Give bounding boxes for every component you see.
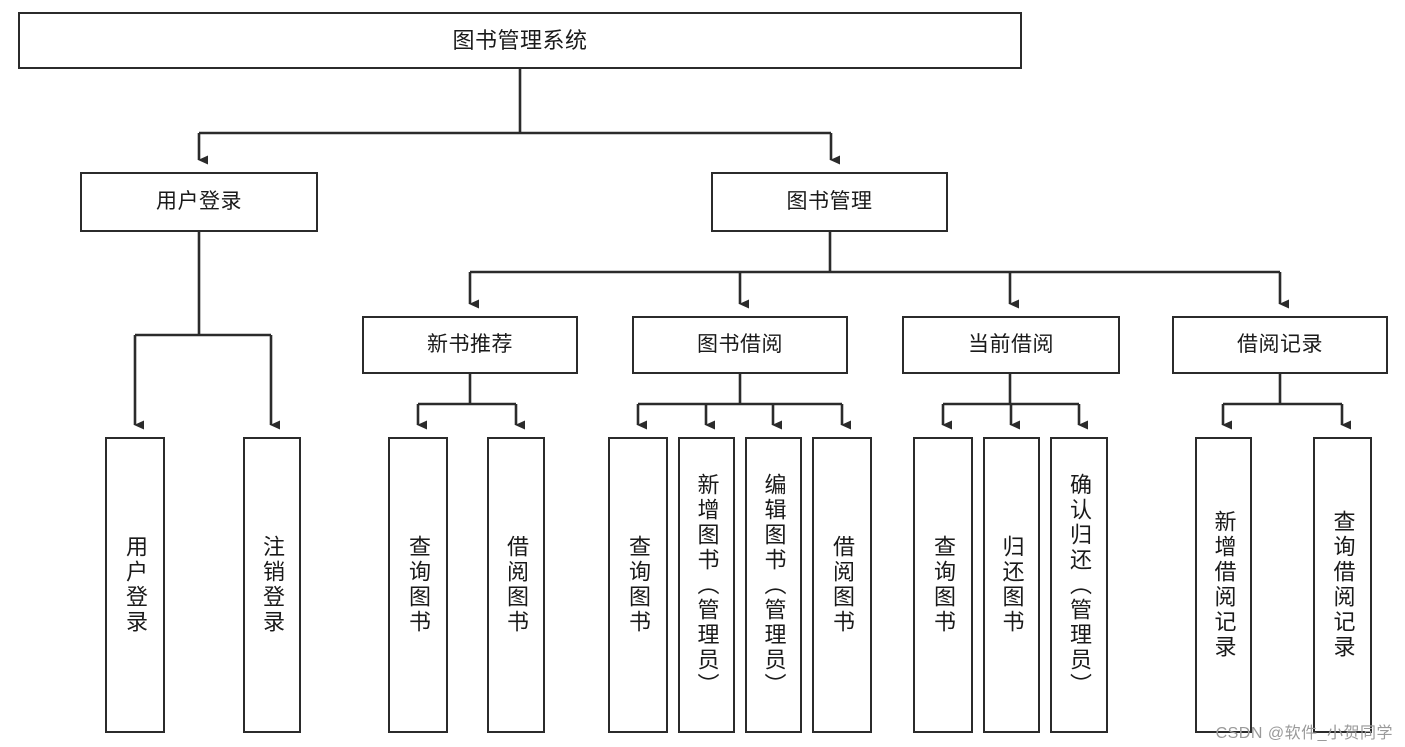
- node-leaf-logout[interactable]: 注销登录: [243, 437, 301, 733]
- node-label-leaf-query-book-2: 查询图书: [625, 535, 651, 635]
- node-label-leaf-add-book: 新增图书（管理员）: [694, 472, 720, 698]
- node-leaf-add-book[interactable]: 新增图书（管理员）: [678, 437, 735, 733]
- node-borrow-record[interactable]: 借阅记录: [1172, 316, 1388, 374]
- node-leaf-confirm-return[interactable]: 确认归还（管理员）: [1050, 437, 1108, 733]
- node-label-leaf-borrow-book-2: 借阅图书: [829, 535, 855, 635]
- node-leaf-query-book-3[interactable]: 查询图书: [913, 437, 973, 733]
- node-label-leaf-edit-book: 编辑图书（管理员）: [761, 472, 787, 698]
- node-label-book-borrow: 图书借阅: [697, 332, 783, 356]
- node-book-borrow[interactable]: 图书借阅: [632, 316, 848, 374]
- node-label-leaf-query-record: 查询借阅记录: [1330, 510, 1356, 660]
- node-label-leaf-query-book-3: 查询图书: [930, 535, 956, 635]
- node-label-book-manage: 图书管理: [786, 189, 873, 213]
- node-label-leaf-add-record: 新增借阅记录: [1211, 510, 1237, 660]
- node-leaf-return-book[interactable]: 归还图书: [983, 437, 1040, 733]
- node-user-login[interactable]: 用户登录: [80, 172, 318, 232]
- node-label-new-book-rec: 新书推荐: [427, 332, 513, 356]
- node-label-leaf-query-book-1: 查询图书: [405, 535, 431, 635]
- node-label-leaf-borrow-book-1: 借阅图书: [503, 535, 529, 635]
- node-label-user-login: 用户登录: [156, 189, 242, 213]
- node-label-leaf-return-book: 归还图书: [999, 535, 1025, 635]
- node-label-leaf-confirm-return: 确认归还（管理员）: [1066, 472, 1092, 698]
- node-leaf-borrow-book-2[interactable]: 借阅图书: [812, 437, 872, 733]
- node-label-leaf-user-login: 用户登录: [122, 535, 148, 635]
- node-leaf-add-record[interactable]: 新增借阅记录: [1195, 437, 1252, 733]
- node-root[interactable]: 图书管理系统: [18, 12, 1022, 69]
- node-label-leaf-logout: 注销登录: [259, 535, 285, 635]
- node-label-root: 图书管理系统: [452, 27, 588, 53]
- node-leaf-query-book-2[interactable]: 查询图书: [608, 437, 668, 733]
- node-new-book-rec[interactable]: 新书推荐: [362, 316, 578, 374]
- node-current-borrow[interactable]: 当前借阅: [902, 316, 1120, 374]
- node-leaf-query-record[interactable]: 查询借阅记录: [1313, 437, 1372, 733]
- node-leaf-user-login[interactable]: 用户登录: [105, 437, 165, 733]
- node-leaf-edit-book[interactable]: 编辑图书（管理员）: [745, 437, 802, 733]
- node-leaf-query-book-1[interactable]: 查询图书: [388, 437, 448, 733]
- node-leaf-borrow-book-1[interactable]: 借阅图书: [487, 437, 545, 733]
- node-label-current-borrow: 当前借阅: [968, 332, 1054, 356]
- node-label-borrow-record: 借阅记录: [1237, 332, 1323, 356]
- node-book-manage[interactable]: 图书管理: [711, 172, 948, 232]
